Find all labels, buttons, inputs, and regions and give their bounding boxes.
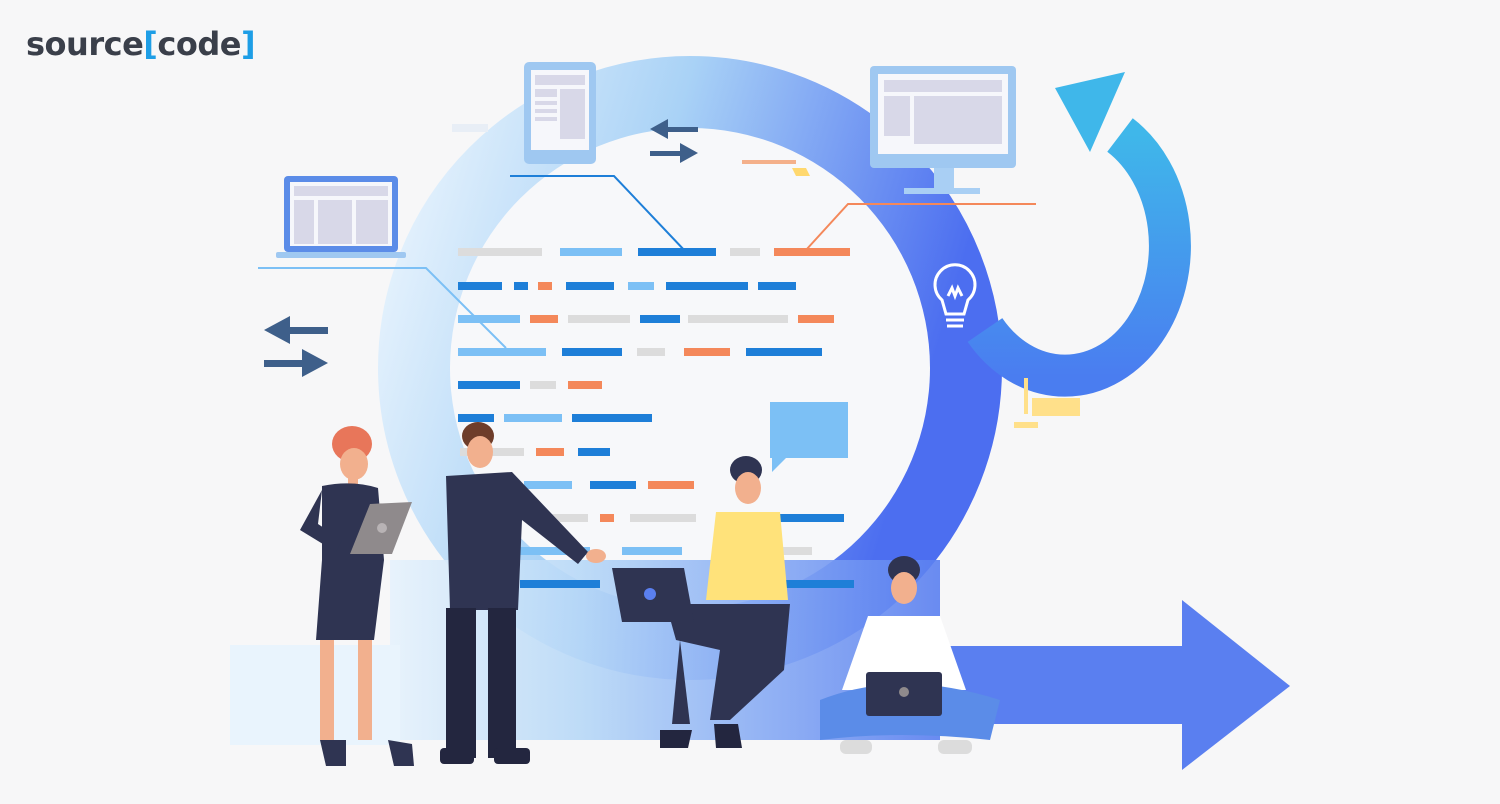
decor-dashes — [452, 124, 1080, 428]
iteration-arrow — [967, 72, 1191, 397]
laptop-icon — [276, 176, 406, 258]
brand-word: source — [26, 25, 144, 63]
swap-arrows-left — [264, 316, 328, 377]
man-sitting-figure — [612, 456, 790, 748]
man-floor-figure — [820, 556, 1000, 754]
bracket-close: ] — [240, 25, 256, 63]
lightbulb-icon — [933, 263, 977, 328]
floor-band — [390, 560, 940, 740]
tablet-icon — [524, 62, 596, 164]
swap-arrows-top — [650, 119, 698, 163]
brand-logo[interactable]: source[code] — [26, 24, 256, 64]
brand-highlight: code — [157, 25, 241, 63]
woman-figure — [300, 426, 414, 766]
man-standing-figure — [440, 422, 606, 764]
code-lines — [458, 248, 854, 588]
floor-glow — [230, 645, 400, 745]
monitor-icon — [870, 66, 1016, 194]
bracket-open: [ — [143, 25, 158, 63]
speech-bubble-icon — [770, 402, 848, 472]
